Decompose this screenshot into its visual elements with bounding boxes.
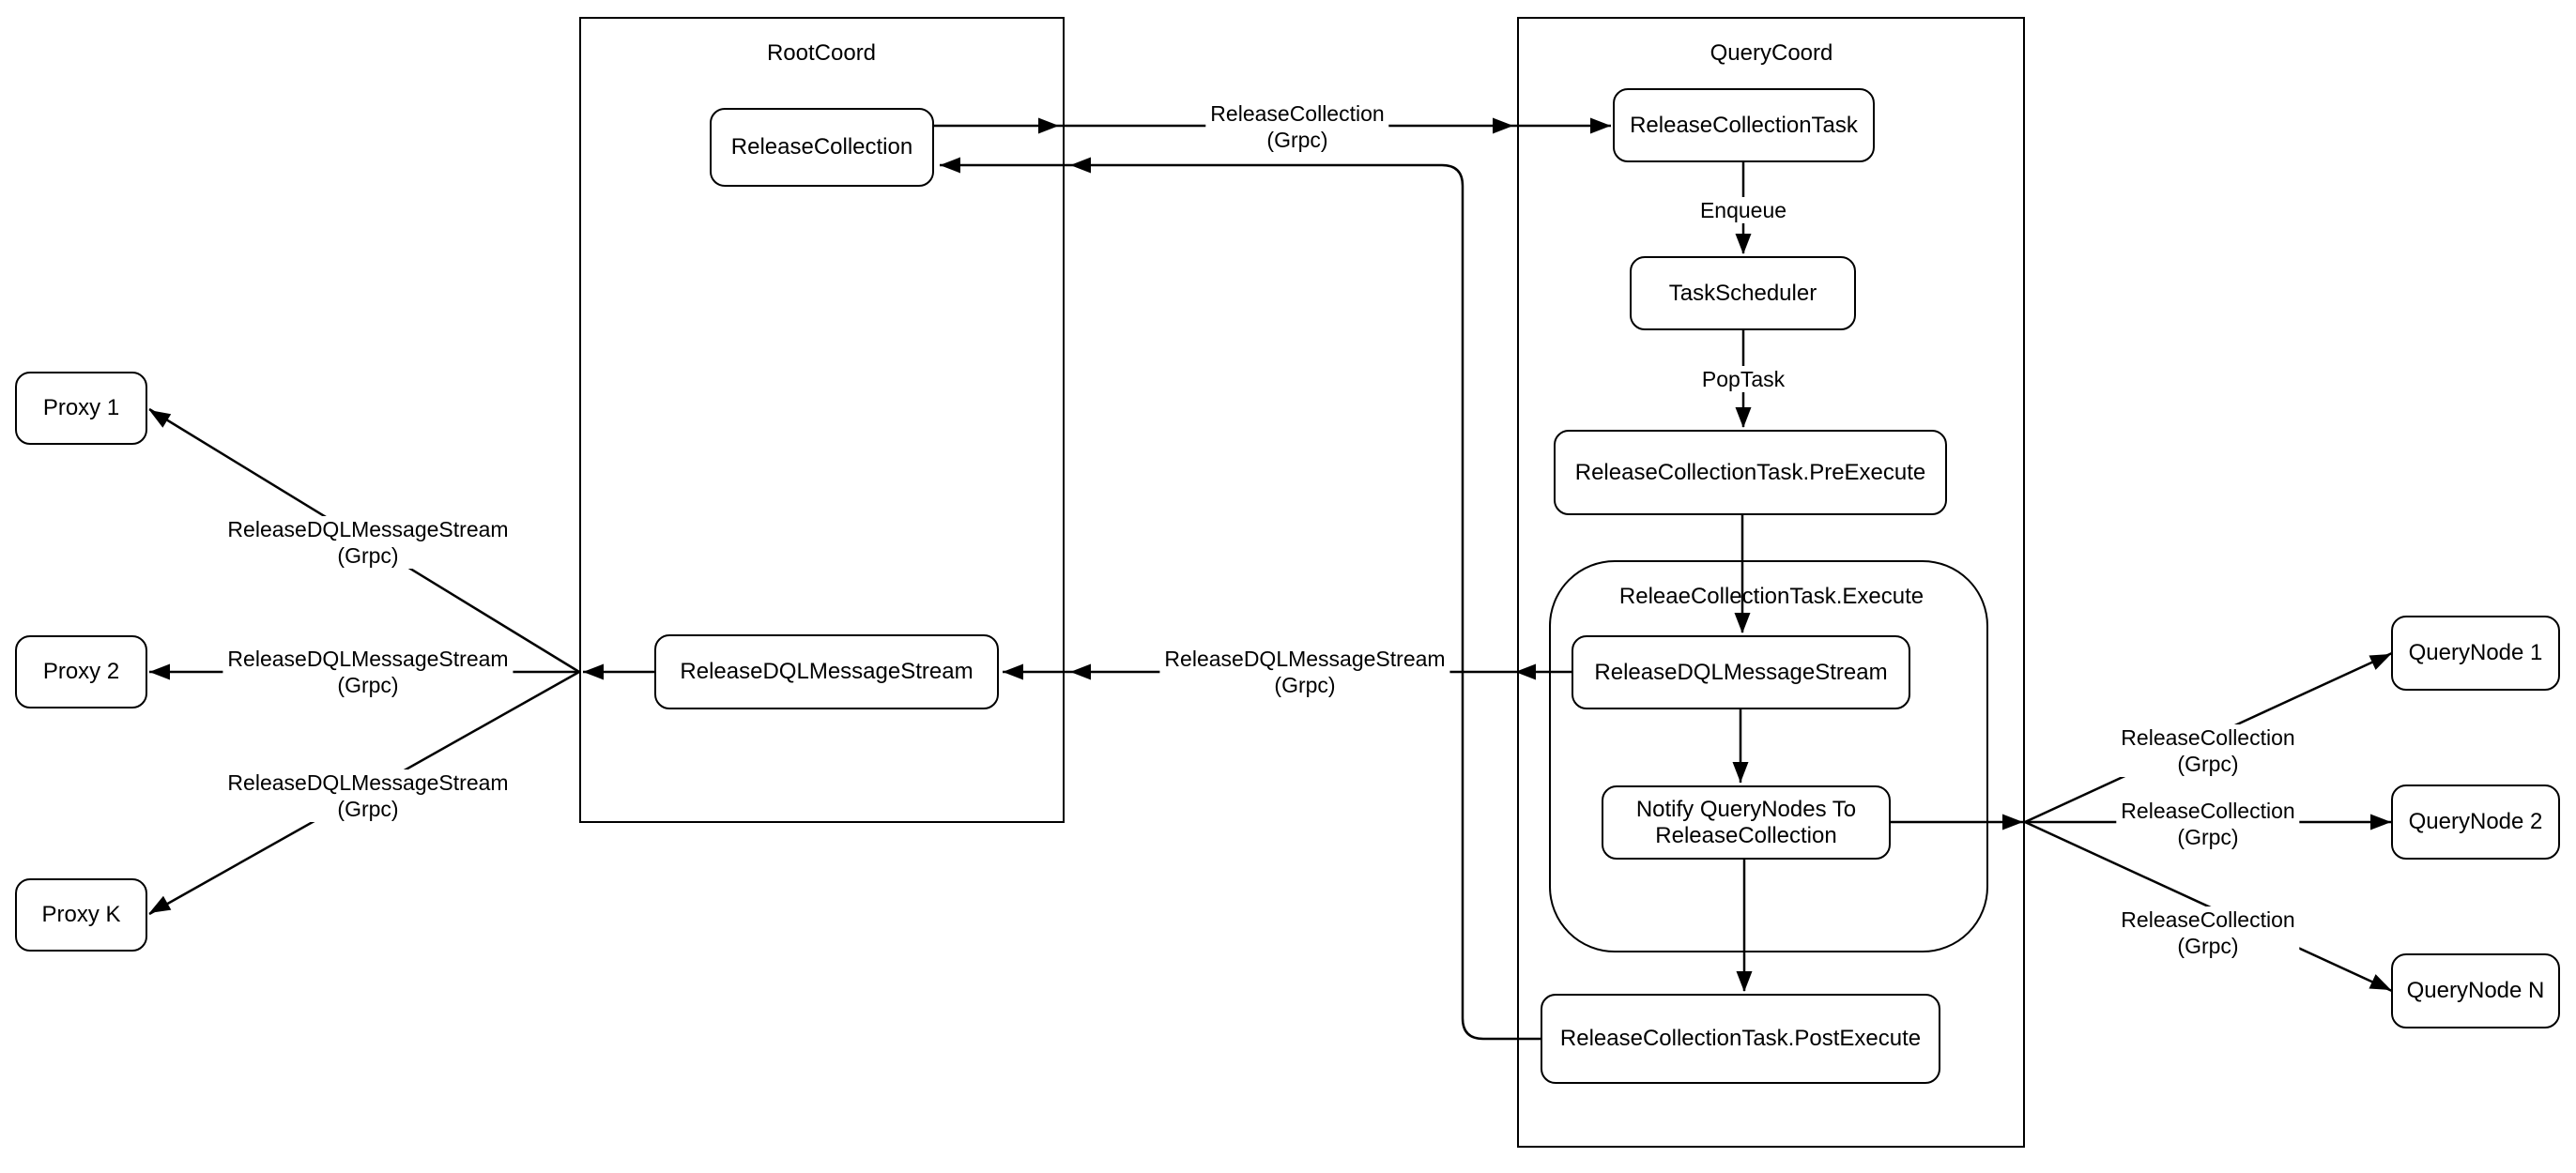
- node-querynode-2: QueryNode 2: [2391, 785, 2560, 860]
- node-label: ReleaseDQLMessageStream: [680, 659, 974, 684]
- edge-label-releasecollection-grpc-qn1: ReleaseCollection (Grpc): [2116, 724, 2300, 777]
- edge-postexecute-return: [940, 163, 1541, 1041]
- node-post-execute: ReleaseCollectionTask.PostExecute: [1541, 994, 1940, 1084]
- node-label: ReleaseCollectionTask.PreExecute: [1574, 459, 1926, 485]
- edge-label-releasecollection-grpc-qnn: ReleaseCollection (Grpc): [2116, 906, 2300, 959]
- node-label: ReleaseCollectionTask: [1630, 112, 1858, 138]
- node-label: Proxy 1: [42, 395, 120, 420]
- node-task-scheduler: TaskScheduler: [1630, 256, 1856, 330]
- execute-group-container: [1549, 560, 1988, 952]
- arrowheads: [149, 117, 2391, 992]
- node-release-dql-querycoord: ReleaseDQLMessageStream: [1572, 635, 1910, 709]
- edge-label-poptask: PopTask: [1696, 366, 1790, 392]
- node-proxy-1: Proxy 1: [15, 372, 147, 445]
- node-notify-querynodes: Notify QueryNodes To ReleaseCollection: [1602, 785, 1891, 860]
- node-release-dql-rootcoord: ReleaseDQLMessageStream: [654, 634, 999, 709]
- node-label: Notify QueryNodes To ReleaseCollection: [1635, 796, 1857, 848]
- querycoord-title: QueryCoord: [1710, 40, 1833, 66]
- edge-label-enqueue: Enqueue: [1694, 197, 1792, 223]
- node-label: QueryNode N: [2406, 978, 2545, 1003]
- node-querynode-n: QueryNode N: [2391, 953, 2560, 1028]
- rootcoord-container: [579, 17, 1065, 823]
- edge-label-releasedql-grpc-proxy2: ReleaseDQLMessageStream (Grpc): [222, 646, 514, 698]
- node-release-collection-task: ReleaseCollectionTask: [1613, 88, 1875, 162]
- edge-label-releasedql-grpc-middle: ReleaseDQLMessageStream (Grpc): [1159, 646, 1450, 698]
- edge-label-releasecollection-grpc-top: ReleaseCollection (Grpc): [1205, 100, 1389, 153]
- node-label: ReleaseCollectionTask.PostExecute: [1559, 1026, 1922, 1051]
- edge-label-releasedql-grpc-proxy1: ReleaseDQLMessageStream (Grpc): [222, 516, 514, 569]
- node-label: Proxy K: [41, 902, 121, 927]
- node-proxy-k: Proxy K: [15, 878, 147, 952]
- execute-group-title: ReleaeCollectionTask.Execute: [1618, 584, 1924, 609]
- node-label: QueryNode 1: [2408, 640, 2543, 665]
- node-label: QueryNode 2: [2408, 809, 2543, 834]
- node-label: Proxy 2: [42, 659, 120, 684]
- rootcoord-title: RootCoord: [766, 40, 877, 66]
- querycoord-container: [1517, 17, 2025, 1148]
- node-label: TaskScheduler: [1668, 280, 1817, 306]
- edge-label-releasedql-grpc-proxyk: ReleaseDQLMessageStream (Grpc): [222, 769, 514, 822]
- node-label: ReleaseDQLMessageStream: [1594, 659, 1888, 685]
- node-querynode-1: QueryNode 1: [2391, 616, 2560, 691]
- node-pre-execute: ReleaseCollectionTask.PreExecute: [1554, 430, 1947, 515]
- node-release-collection: ReleaseCollection: [710, 108, 934, 187]
- edge-label-releasecollection-grpc-qn2: ReleaseCollection (Grpc): [2116, 798, 2300, 850]
- node-label: ReleaseCollection: [730, 134, 913, 160]
- node-proxy-2: Proxy 2: [15, 635, 147, 708]
